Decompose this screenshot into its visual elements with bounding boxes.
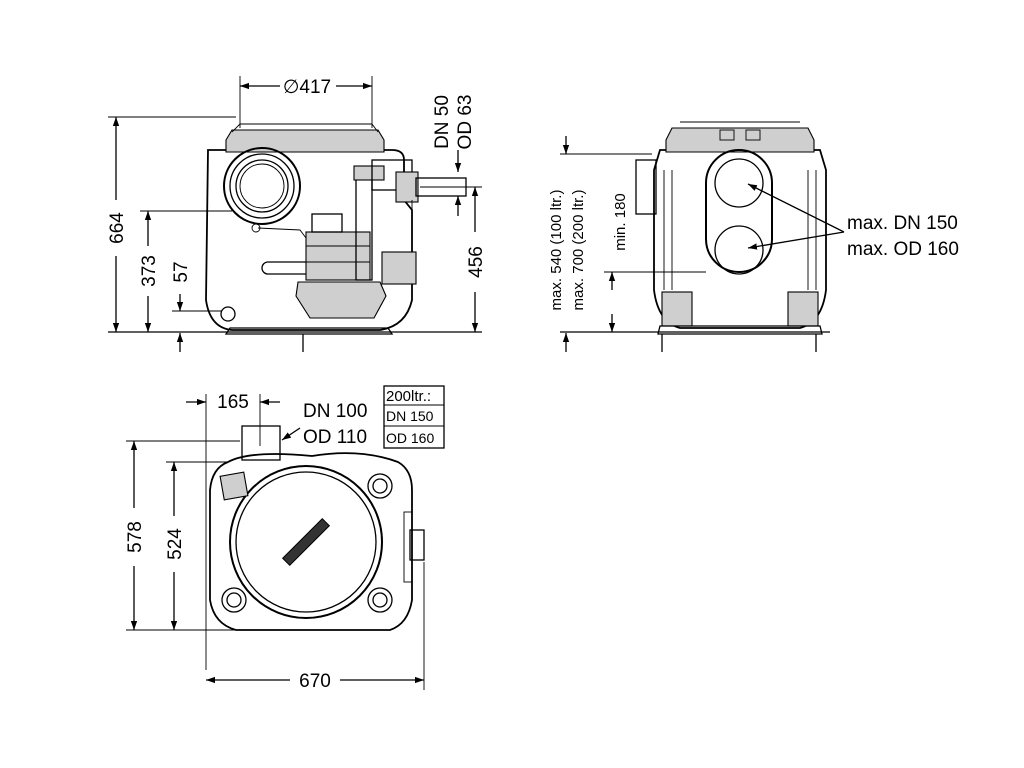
- inlet-max-100-label: max. 540 (100 ltr.): [548, 190, 565, 311]
- dim-depth-524: 524: [165, 528, 186, 560]
- dim-diameter-417: ∅417: [283, 77, 331, 98]
- inlet-max-200-label: max. 700 (200 ltr.): [570, 190, 587, 311]
- dim-height-57: 57: [171, 261, 192, 282]
- variant-title: 200ltr.:: [386, 388, 431, 405]
- front-view: max. DN 150 max. OD 160 max. 540 (100 lt…: [548, 121, 959, 352]
- variant-box: [383, 385, 445, 449]
- side-view: ∅417 664 373 57 456 DN 50 OD 63: [107, 76, 487, 352]
- dim-height-664: 664: [107, 212, 128, 244]
- variant-dn: DN 150: [386, 408, 434, 424]
- dim-width-670: 670: [299, 671, 331, 692]
- pipe-dn-label: DN 100: [303, 401, 367, 422]
- inlet-min-label: min. 180: [612, 193, 629, 251]
- dim-height-373: 373: [139, 255, 160, 287]
- dim-depth-578: 578: [125, 521, 146, 553]
- max-od-label: max. OD 160: [847, 239, 959, 260]
- dim-offset-165: 165: [217, 392, 249, 413]
- vent-od-label: OD 63: [455, 95, 476, 150]
- vent-dn-label: DN 50: [432, 95, 453, 149]
- variant-od: OD 160: [386, 430, 434, 446]
- dim-height-456: 456: [466, 246, 487, 278]
- max-dn-label: max. DN 150: [847, 213, 958, 234]
- pipe-od-label: OD 110: [303, 427, 367, 448]
- top-view: 165 DN 100 OD 110 200ltr.: DN 150 OD 160…: [125, 385, 445, 692]
